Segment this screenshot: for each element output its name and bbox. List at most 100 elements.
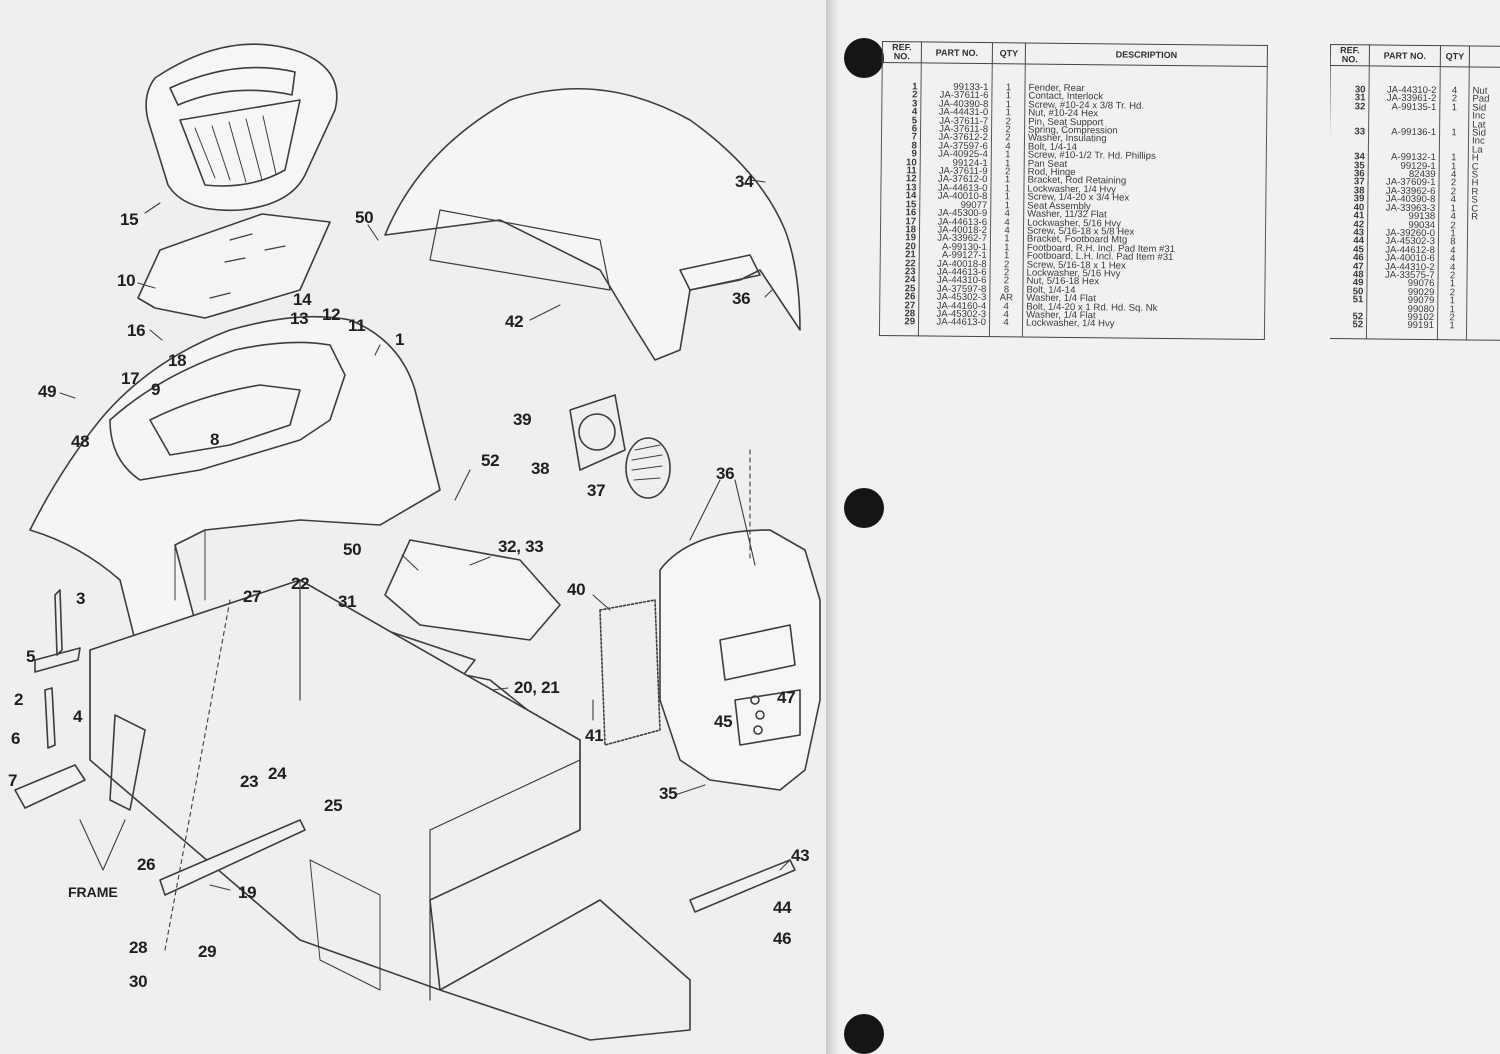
callout-3: 3 <box>76 589 86 608</box>
ref-no-cell: 30 <box>1330 65 1370 95</box>
callout-48: 48 <box>71 432 90 451</box>
qty-cell <box>1439 112 1469 122</box>
callout-35: 35 <box>659 784 678 803</box>
callout-10: 10 <box>117 271 136 290</box>
callout-31: 31 <box>338 592 357 611</box>
binder-hole-middle <box>844 488 884 528</box>
callout-23: 23 <box>240 772 259 791</box>
callout-49: 49 <box>38 382 57 401</box>
callout-50-side: 50 <box>343 540 362 559</box>
binder-hole-top <box>844 38 884 78</box>
callout-27: 27 <box>243 587 262 606</box>
callout-36-top: 36 <box>732 289 751 308</box>
callout-30: 30 <box>129 972 148 991</box>
part-no-cell: JA-44310-2 <box>1368 65 1441 96</box>
ref-no-cell: 51 <box>1330 294 1367 306</box>
callout-36-right: 36 <box>716 464 735 483</box>
callout-20-21: 20, 21 <box>514 678 560 697</box>
callout-47: 47 <box>777 688 796 707</box>
grille-housing-drawing <box>659 529 821 791</box>
qty-cell: 4 <box>1439 66 1470 96</box>
description-cell <box>1466 322 1500 341</box>
part-no-cell: 99191 <box>1366 320 1438 340</box>
exploded-parts-diagram <box>14 43 821 1041</box>
callout-22: 22 <box>291 574 310 593</box>
header-description: DESCRIPTION <box>1025 43 1268 67</box>
header-ref-no: REF. NO. <box>882 41 922 63</box>
seat-assembly-drawing <box>145 43 338 212</box>
ref-no-cell: 1 <box>881 62 922 92</box>
callout-9: 9 <box>151 380 161 399</box>
callout-41: 41 <box>585 726 604 745</box>
callout-4: 4 <box>73 707 83 726</box>
callout-50-top: 50 <box>355 208 374 227</box>
callout-28: 28 <box>129 938 148 957</box>
rear-bracket-drawing <box>689 859 796 913</box>
screen-drawing <box>599 599 661 746</box>
qty-cell: 1 <box>991 63 1026 93</box>
callout-32-33: 32, 33 <box>498 537 544 556</box>
header-part-no: PART NO. <box>1369 44 1441 67</box>
callout-11: 11 <box>348 316 366 335</box>
part-no-cell: JA-44613-0 <box>918 317 990 337</box>
callout-17: 17 <box>121 369 140 388</box>
hood-drawing <box>384 87 801 361</box>
qty-cell: 1 <box>1439 102 1469 113</box>
header-part-no: PART NO. <box>921 41 993 64</box>
callout-14: 14 <box>293 290 312 309</box>
header-qty: QTY <box>992 42 1026 65</box>
callout-29: 29 <box>198 942 217 961</box>
qty-cell: 1 <box>1439 127 1469 138</box>
pan-seat-drawing <box>137 213 331 319</box>
right-page <box>838 0 1500 1054</box>
callout-5: 5 <box>26 647 36 666</box>
callout-38: 38 <box>531 459 550 478</box>
leader-lines <box>59 179 791 951</box>
ref-no-cell: 52 <box>1330 320 1367 339</box>
part-no-cell: 99133-1 <box>920 62 993 93</box>
callout-8: 8 <box>210 430 220 449</box>
callout-7: 7 <box>8 771 18 790</box>
binder-hole-bottom <box>844 1014 884 1054</box>
callout-24: 24 <box>268 764 287 783</box>
callout-2: 2 <box>14 690 24 709</box>
seat-switch-drawing <box>14 589 86 809</box>
callout-19: 19 <box>238 883 257 902</box>
callout-25: 25 <box>324 796 343 815</box>
header-description <box>1469 45 1500 69</box>
qty-cell: 1 <box>1437 321 1467 340</box>
page-gutter <box>826 0 840 1054</box>
callout-16: 16 <box>127 321 146 340</box>
frame-label: FRAME <box>68 884 118 900</box>
callout-40: 40 <box>567 580 586 599</box>
headlight-drawing <box>569 394 671 499</box>
header-ref-no: REF. NO. <box>1330 44 1370 66</box>
callout-44: 44 <box>773 898 792 917</box>
callout-37: 37 <box>587 481 606 500</box>
footboard-bracket-drawing <box>159 819 306 896</box>
side-panel-drawing <box>384 539 561 641</box>
callout-45: 45 <box>714 712 733 731</box>
callout-18: 18 <box>168 351 187 370</box>
description-cell: Nut <box>1468 66 1500 97</box>
callout-42: 42 <box>505 312 524 331</box>
frame-body-drawing <box>89 579 691 1041</box>
callout-13: 13 <box>290 309 309 328</box>
callout-34: 34 <box>735 172 754 191</box>
ref-no-cell: 29 <box>879 317 919 336</box>
callout-52: 52 <box>481 451 500 470</box>
callout-15: 15 <box>120 210 139 229</box>
callout-46: 46 <box>773 929 792 948</box>
qty-cell: 4 <box>989 318 1023 337</box>
table-header-row: REF. NO. PART NO. QTY <box>1330 44 1500 69</box>
qty-cell <box>1439 137 1469 147</box>
callout-26: 26 <box>137 855 156 874</box>
header-qty: QTY <box>1440 45 1470 67</box>
callout-1: 1 <box>395 330 405 349</box>
